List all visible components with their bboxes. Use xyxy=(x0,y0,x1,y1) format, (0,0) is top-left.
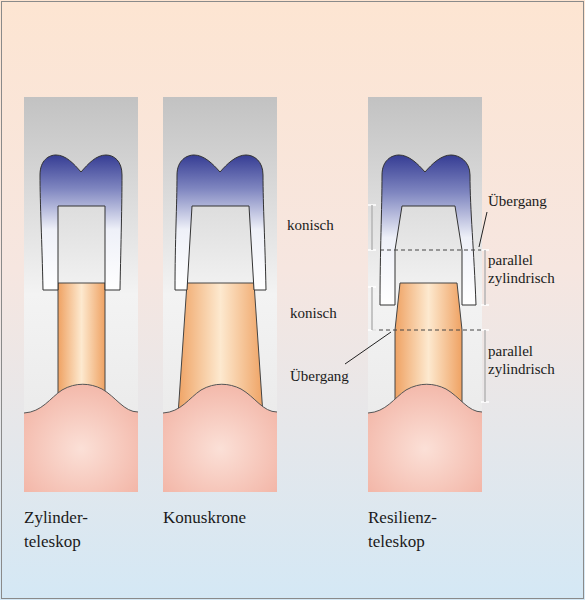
konus-panel xyxy=(163,97,277,492)
part-label: parallel zylindrisch xyxy=(488,251,580,287)
bracket-outline xyxy=(372,205,485,402)
caption-label: Konuskrone xyxy=(163,506,293,530)
part-label: parallel zylindrisch xyxy=(488,342,580,378)
leader-line xyxy=(345,332,391,364)
leader-line xyxy=(479,212,487,247)
part-label: Übergang xyxy=(488,192,580,210)
part-label: konisch xyxy=(287,216,365,234)
part-label: konisch xyxy=(290,304,368,322)
transition-line xyxy=(372,330,482,331)
transition-line xyxy=(380,250,482,251)
bracket xyxy=(368,205,489,402)
part-label: Übergang xyxy=(290,367,368,385)
caption-label: Zylinder- teleskop xyxy=(24,506,136,554)
caption-label: Resilienz- teleskop xyxy=(368,506,480,554)
zylinder-panel xyxy=(24,97,138,492)
resilienz-panel xyxy=(368,97,482,492)
